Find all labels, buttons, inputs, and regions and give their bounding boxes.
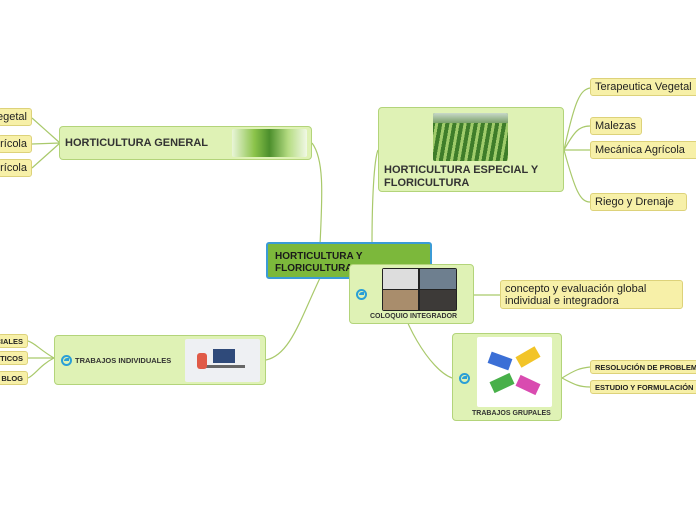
branch-title: TRABAJOS INDIVIDUALES xyxy=(75,356,171,365)
desk-worker-image xyxy=(185,339,260,382)
greenhouse-field-image xyxy=(433,113,508,161)
progress-icon xyxy=(459,373,470,384)
branch-trabajos-individuales[interactable]: TRABAJOS INDIVIDUALES xyxy=(54,335,266,385)
leaf-mecanica-agricola[interactable]: Mecánica Agrícola xyxy=(590,141,696,159)
leaf-malezas[interactable]: Malezas xyxy=(590,117,642,135)
leaf-general-2[interactable]: rícola xyxy=(0,135,32,153)
leaf-individual-3[interactable]: BLOG xyxy=(0,371,28,385)
leaf-general-3[interactable]: rícola xyxy=(0,159,32,177)
leaf-individual-2[interactable]: TICOS xyxy=(0,351,28,365)
branch-title: HORTICULTURA ESPECIAL Y FLORICULTURA xyxy=(384,164,562,190)
leaf-general-1[interactable]: egetal xyxy=(0,108,32,126)
branch-trabajos-grupales[interactable]: TRABAJOS GRUPALES xyxy=(452,333,562,421)
plant-image xyxy=(232,129,307,157)
leaf-riego-drenaje[interactable]: Riego y Drenaje xyxy=(590,193,687,211)
progress-icon xyxy=(61,355,72,366)
branch-horticultura-especial[interactable]: HORTICULTURA ESPECIAL Y FLORICULTURA xyxy=(378,107,564,192)
branch-title: COLOQUIO INTEGRADOR xyxy=(370,313,457,320)
branch-coloquio-integrador[interactable]: COLOQUIO INTEGRADOR xyxy=(349,264,474,324)
branch-title: HORTICULTURA GENERAL xyxy=(65,137,208,149)
leaf-individual-1[interactable]: CIALES xyxy=(0,334,28,348)
leaf-estudio-formulacion[interactable]: ESTUDIO Y FORMULACIÓN xyxy=(590,380,696,394)
video-call-image xyxy=(382,268,457,311)
teamwork-hands-image xyxy=(477,337,552,407)
progress-icon xyxy=(356,289,367,300)
branch-title: TRABAJOS GRUPALES xyxy=(472,410,551,417)
branch-horticultura-general[interactable]: HORTICULTURA GENERAL xyxy=(59,126,312,160)
leaf-terapeutica-vegetal[interactable]: Terapeutica Vegetal xyxy=(590,78,696,96)
leaf-resolucion-problemas[interactable]: RESOLUCIÓN DE PROBLEMAS xyxy=(590,360,696,374)
leaf-concepto-evaluacion[interactable]: concepto y evaluación global individual … xyxy=(500,280,683,309)
